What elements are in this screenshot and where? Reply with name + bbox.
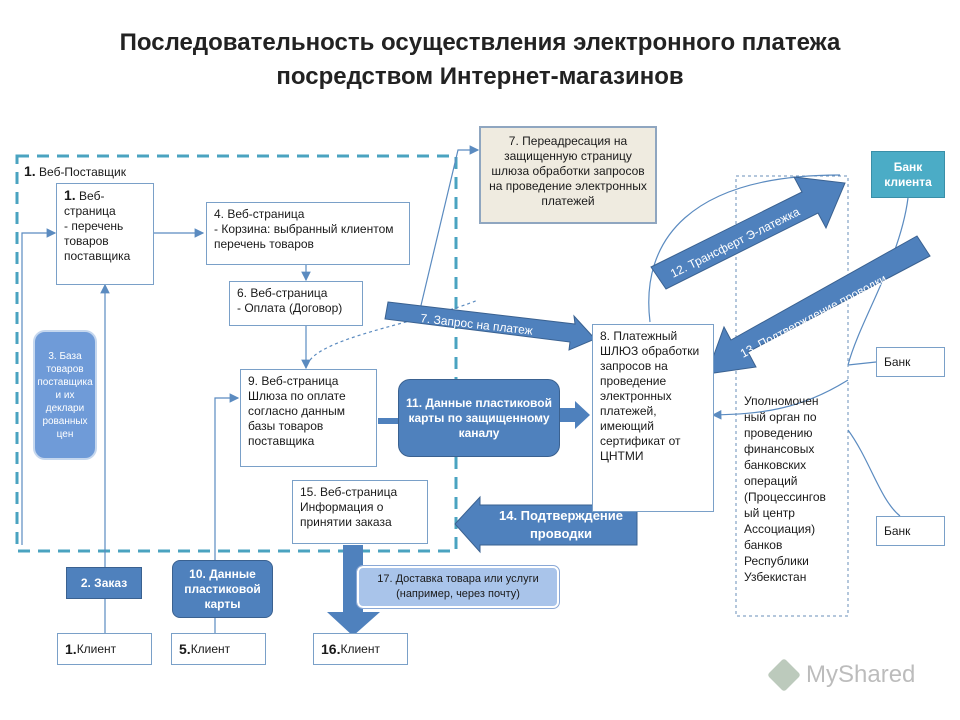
node-9-gateway-page: 9. Веб-страница Шлюза по оплате согласно…: [240, 369, 377, 467]
arrow-13-label: 13. Подтверждение проводки: [738, 271, 889, 360]
node-client-5: 5. Клиент: [171, 633, 266, 665]
node-11-card-data: 11. Данные пластиковой карты по защищенн…: [398, 379, 560, 457]
client-16-number: 16.: [321, 640, 341, 657]
node-1-vendor-page: 1. Веб-страница - перечень товаров поста…: [56, 183, 154, 285]
arrow-7-request: 7. Запрос на платеж: [384, 301, 596, 351]
diagram-title: Последовательность осуществления электро…: [30, 26, 930, 94]
client-1-text: Клиент: [76, 641, 117, 656]
client-5-text: Клиент: [190, 641, 231, 656]
node-15-order-accepted: 15. Веб-страница Информация о принятии з…: [292, 480, 428, 544]
bank-box-b: Банк: [876, 516, 945, 546]
line-auth-to-8: [711, 379, 849, 420]
arrow-15-down: [327, 545, 380, 636]
myshared-icon: [767, 658, 801, 692]
node-17-delivery: 17. Доставка товара или услуги (например…: [356, 565, 560, 609]
vendor-group-number: 1.: [24, 163, 36, 179]
arrow-11-card: [378, 401, 590, 429]
line-8-arc: [648, 174, 841, 323]
authority-region: [735, 175, 849, 617]
node-1-text: Веб-страница - перечень товаров поставщи…: [64, 189, 131, 263]
line-3-feed: [21, 228, 57, 545]
watermark-text: MyShared: [806, 661, 916, 688]
node-3-database: 3. База товаров поставщика и их деклари …: [33, 330, 97, 460]
node-client-1: 1. Клиент: [57, 633, 152, 665]
node-4-cart-page: 4. Веб-страница - Корзина: выбранный кли…: [206, 202, 410, 265]
title-line-2: посредством Интернет-магазинов: [276, 63, 684, 90]
arrow-14-label: 14. Подтверждение проводки: [498, 508, 623, 541]
vendor-group-label: 1. Веб-Поставщик: [24, 163, 126, 179]
client-1-number: 1.: [65, 640, 77, 657]
line-to-7: [417, 145, 480, 319]
node-2-order: 2. Заказ: [66, 567, 142, 599]
client-5-number: 5.: [179, 640, 191, 657]
line-client5-up: [214, 393, 240, 633]
arrow-14-confirm: [454, 495, 638, 554]
node-10-card-data: 10. Данные пластиковой карты: [172, 560, 273, 618]
title-line-1: Последовательность осуществления электро…: [119, 29, 841, 56]
vendor-region: [15, 154, 458, 553]
arrow-12-label: 12. Трансферт Э-латежка: [668, 204, 802, 280]
bank-box-a: Банк: [876, 347, 945, 377]
arrow-12-transfer: 12. Трансферт Э-латежка: [650, 176, 846, 290]
node-1-number: 1.: [64, 187, 76, 203]
client-16-text: Клиент: [340, 641, 380, 656]
node-8-payment-gateway: 8. Платежный ШЛЮЗ обработки запросов на …: [592, 324, 714, 512]
node-6-payment-page: 6. Веб-страница - Оплата (Договор): [229, 281, 363, 326]
line-bank-b: [847, 429, 901, 517]
watermark-logo: MyShared: [767, 656, 938, 694]
vendor-group-text: Веб-Поставщик: [35, 165, 126, 179]
processing-authority-text: Уполномочен ный орган по проведению фина…: [744, 394, 826, 584]
line-7-back: [309, 299, 479, 361]
line-bank-a: [847, 361, 877, 366]
node-7-redirect: 7. Переадресация на защищенную страницу …: [479, 126, 657, 224]
line-bank-to-auth: [847, 197, 909, 366]
node-client-16: 16. Клиент: [313, 633, 408, 665]
bank-client-box: Банк клиента: [871, 151, 945, 198]
